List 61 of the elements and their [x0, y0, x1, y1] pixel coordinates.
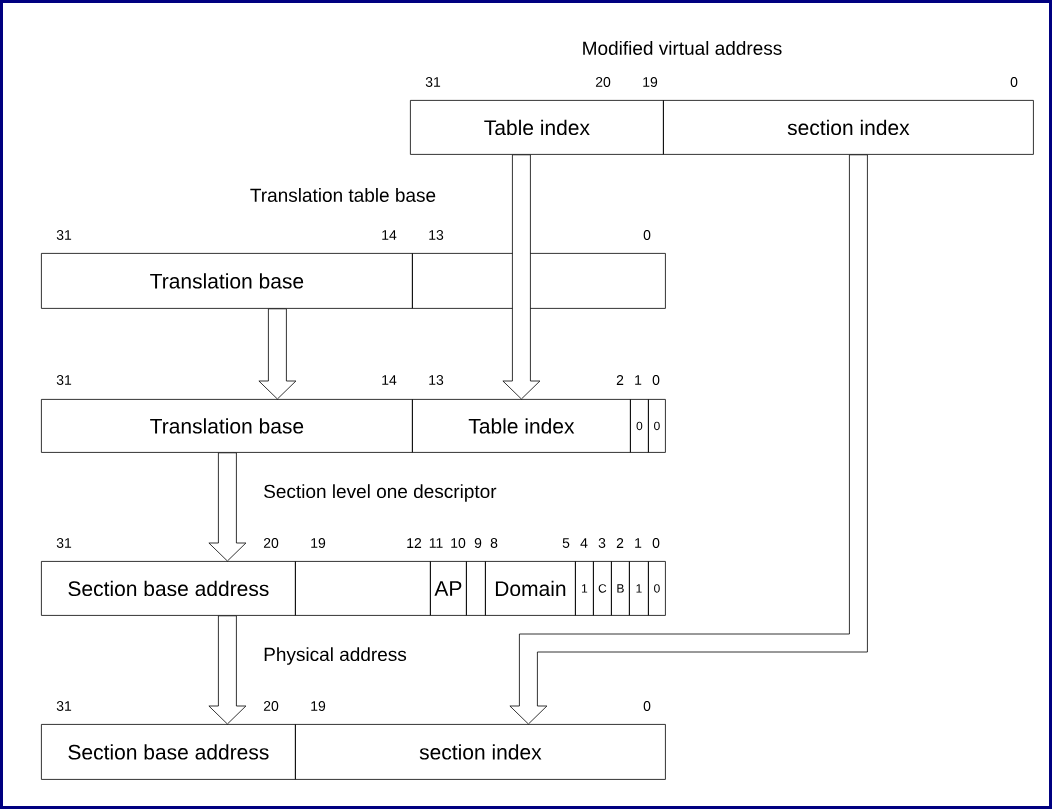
- bit-number: 31: [56, 230, 72, 240]
- bit-number: 20: [263, 538, 279, 548]
- register-field: Section base address: [41, 724, 296, 780]
- bit-number: 2: [616, 375, 624, 385]
- bit-number: 0: [1010, 77, 1018, 87]
- register-field: Domain: [485, 561, 576, 616]
- bit-number: 14: [382, 375, 397, 385]
- register-field: 0: [648, 561, 666, 616]
- block-arrow: [208, 452, 247, 562]
- bit-number: 0: [652, 538, 660, 548]
- register-field: Table index: [412, 399, 631, 453]
- register-field: 0: [630, 399, 649, 453]
- bit-number: 19: [311, 701, 326, 711]
- register-title: Physical address: [264, 647, 407, 665]
- register-field: [466, 561, 486, 616]
- bit-number: 0: [643, 701, 651, 711]
- bit-number: 9: [474, 538, 482, 548]
- register-field: section index: [663, 100, 1034, 155]
- bit-number: 12: [407, 538, 422, 548]
- block-arrow: [258, 308, 297, 400]
- register-field: B: [611, 561, 630, 616]
- bit-number: 31: [425, 77, 441, 87]
- block-arrow: [208, 615, 247, 725]
- bit-number: 13: [429, 375, 444, 385]
- bit-number: 2: [616, 538, 624, 548]
- register-field: Table index: [410, 100, 664, 155]
- register-field: Section base address: [41, 561, 296, 616]
- register-title: Translation table base: [250, 188, 436, 202]
- bit-number: 5: [562, 538, 570, 548]
- bit-number: 10: [451, 538, 466, 548]
- register-field: Translation base: [41, 399, 413, 453]
- register-field: Translation base: [41, 253, 413, 309]
- bit-number: 0: [652, 375, 660, 385]
- bit-number: 14: [382, 230, 397, 240]
- bit-number: 19: [311, 538, 326, 548]
- bit-number: 1: [635, 375, 642, 385]
- bit-number: 31: [56, 538, 72, 548]
- bit-number: 8: [490, 538, 498, 548]
- block-arrow: [509, 154, 868, 725]
- register-field: 0: [648, 399, 666, 453]
- register-field: 1: [629, 561, 649, 616]
- bit-number: 20: [263, 701, 279, 711]
- register-field: section index: [295, 724, 666, 780]
- register-field: AP: [430, 561, 467, 616]
- bit-number: 13: [429, 230, 444, 240]
- bit-number: 3: [598, 538, 606, 548]
- bit-number: 4: [580, 538, 588, 548]
- bit-number: 0: [643, 230, 651, 240]
- bit-number: 31: [56, 701, 72, 711]
- bit-number: 31: [56, 375, 72, 385]
- register-field: C: [593, 561, 612, 616]
- block-arrow: [502, 154, 541, 400]
- bit-number: 1: [635, 538, 642, 548]
- register-title: Section level one descriptor: [264, 484, 497, 502]
- register-field: [412, 253, 666, 309]
- register-field: [295, 561, 431, 616]
- bit-number: 20: [595, 77, 611, 87]
- register-title: Modified virtual address: [583, 41, 782, 55]
- bit-number: 19: [643, 77, 658, 87]
- register-field: 1: [575, 561, 594, 616]
- bit-number: 11: [429, 538, 443, 548]
